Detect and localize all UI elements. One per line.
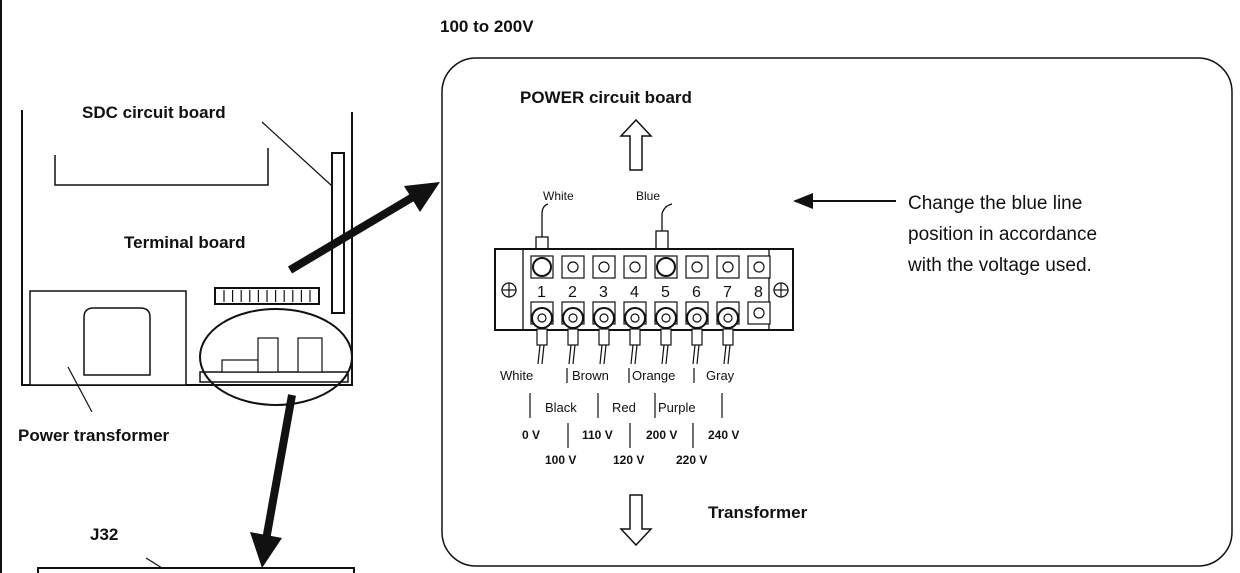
terminal-number-1: 1 — [537, 284, 546, 301]
terminal-wire-sleeve — [722, 328, 734, 346]
terminal-wire-lead — [537, 344, 545, 365]
note-line-3: with the voltage used. — [907, 255, 1092, 276]
top-wire-label-white: White — [543, 189, 574, 203]
terminal-wire-sleeve — [567, 328, 579, 346]
j32-connector — [37, 567, 355, 573]
terminal-wire-lead — [723, 344, 731, 365]
wire-color-gray: Gray — [706, 368, 735, 383]
down-arrow-icon — [619, 494, 653, 547]
transformer-leader-line — [67, 366, 93, 413]
terminal-wire-lead — [568, 344, 576, 365]
transformer-label: Transformer — [708, 503, 808, 522]
top-wire-label-blue: Blue — [636, 189, 660, 203]
terminal-top-screw — [722, 261, 734, 273]
terminal-top-screw — [656, 257, 676, 277]
wire-color-orange: Orange — [632, 368, 675, 383]
transformer-core — [83, 307, 151, 376]
terminal-wire-sleeve — [629, 328, 641, 346]
terminal-wire-sleeve — [598, 328, 610, 346]
callout-arrowhead-terminal — [404, 182, 440, 212]
wire-color-purple: Purple — [658, 400, 696, 415]
terminal-board-label: Terminal board — [124, 233, 246, 252]
top-wire-blue — [661, 203, 673, 237]
voltage-120v: 120 V — [613, 453, 644, 467]
callout-arrowhead-j32 — [250, 532, 282, 568]
callout-arrow-j32 — [262, 394, 296, 541]
terminal-lug-hole — [568, 313, 578, 323]
terminal-wire-lead — [599, 344, 607, 365]
voltage-range-heading: 100 to 200V — [440, 17, 534, 36]
power-transformer-label: Power transformer — [18, 426, 170, 445]
wire-color-black: Black — [545, 400, 577, 415]
up-arrow-icon — [619, 118, 653, 171]
terminal-wire-lead — [661, 344, 669, 365]
wire-color-brown: Brown — [572, 368, 609, 383]
sdc-board-outline — [54, 148, 269, 186]
terminal-lug-hole — [630, 313, 640, 323]
terminal-lug-hole — [599, 313, 609, 323]
wire-color-red: Red — [612, 400, 636, 415]
terminal-number-3: 3 — [599, 284, 608, 301]
j32-label: J32 — [90, 525, 118, 544]
terminal-board-small — [214, 287, 320, 305]
voltage-0v: 0 V — [522, 428, 540, 442]
callout-arrow-terminal — [287, 190, 421, 274]
terminal-bottom-screw — [753, 307, 765, 319]
voltage-110v: 110 V — [582, 428, 613, 442]
terminal-top-screw — [567, 261, 579, 273]
voltage-100v: 100 V — [545, 453, 576, 467]
voltage-240v: 240 V — [708, 428, 739, 442]
terminal-number-2: 2 — [568, 284, 577, 301]
terminal-number-8: 8 — [754, 284, 763, 301]
terminal-wire-sleeve — [536, 328, 548, 346]
terminal-top-screw — [532, 257, 552, 277]
terminal-top-screw — [691, 261, 703, 273]
power-board-label: POWER circuit board — [520, 88, 692, 107]
voltage-200v: 200 V — [646, 428, 677, 442]
terminal-top-screw — [753, 261, 765, 273]
terminal-wire-lead — [630, 344, 638, 365]
wire-color-white: White — [500, 368, 533, 383]
terminal-top-screw — [598, 261, 610, 273]
voltage-220v: 220 V — [676, 453, 707, 467]
sdc-board-label: SDC circuit board — [82, 103, 226, 122]
mounting-screw-left-icon — [501, 282, 517, 298]
top-wire-white — [541, 203, 549, 237]
note-line-2: position in accordance — [908, 224, 1097, 245]
terminal-wire-sleeve — [660, 328, 672, 346]
note-line-1: Change the blue line — [908, 193, 1082, 214]
terminal-lug-hole — [537, 313, 547, 323]
terminal-lug-hole — [692, 313, 702, 323]
terminal-number-6: 6 — [692, 284, 701, 301]
terminal-wire-lead — [692, 344, 700, 365]
terminal-top-screw — [629, 261, 641, 273]
machine-illustration — [21, 110, 355, 573]
sdc-leader-line — [261, 121, 333, 187]
terminal-wire-sleeve — [691, 328, 703, 346]
terminal-number-5: 5 — [661, 284, 670, 301]
terminal-lug-hole — [661, 313, 671, 323]
terminal-number-7: 7 — [723, 284, 732, 301]
terminal-number-4: 4 — [630, 284, 639, 301]
label-separators — [529, 368, 723, 448]
highlight-ellipse — [199, 308, 353, 406]
terminal-lug-hole — [723, 313, 733, 323]
detail-panel — [441, 57, 1233, 567]
mounting-screw-right-icon — [773, 282, 789, 298]
sdc-circuit-board — [331, 152, 345, 314]
